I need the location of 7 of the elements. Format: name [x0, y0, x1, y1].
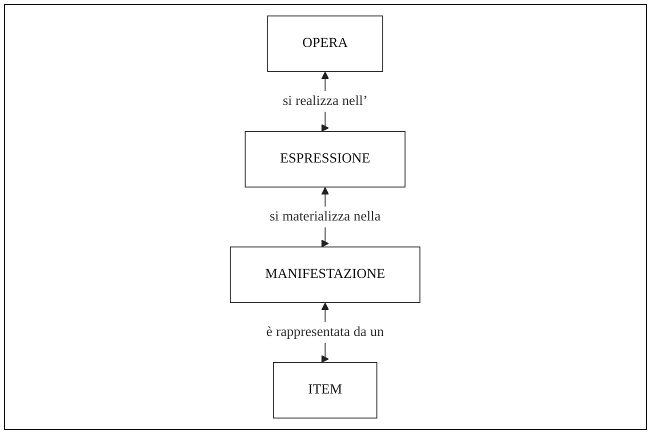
- edge-label: si materializza nella: [270, 209, 382, 224]
- node-box: ITEM: [273, 362, 378, 418]
- node-box: OPERA: [268, 16, 384, 72]
- node-box: ESPRESSIONE: [245, 131, 406, 188]
- edge-label: si realizza nell’: [283, 94, 368, 108]
- node-box: MANIFESTAZIONE: [230, 246, 421, 303]
- edge-label: è rappresentata da un: [266, 324, 384, 340]
